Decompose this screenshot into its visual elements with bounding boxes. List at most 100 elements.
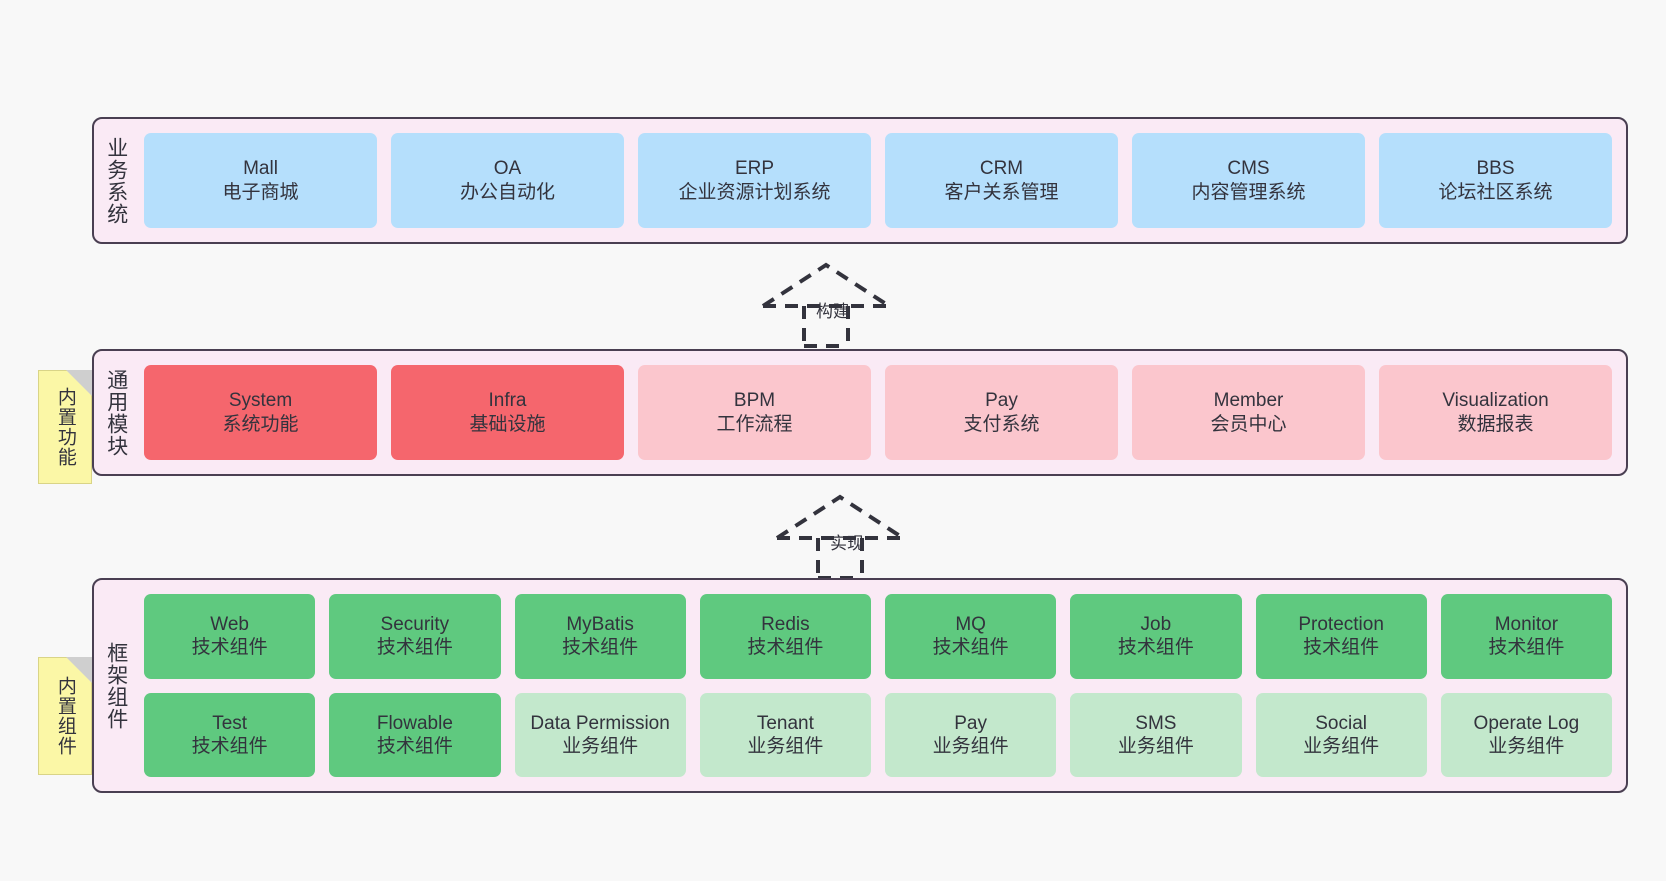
box-subtitle: 技术组件	[191, 637, 268, 659]
box-member[interactable]: Member 会员中心	[1132, 365, 1365, 460]
box-subtitle: 支付系统	[963, 413, 1040, 435]
box-title: OA	[493, 158, 522, 180]
box-system[interactable]: System 系统功能	[144, 365, 377, 460]
layer-body-common-modules: System 系统功能 Infra 基础设施 BPM 工作流程 Pay 支付系统…	[138, 351, 1626, 474]
layer-title-business-systems: 业务系统	[104, 136, 128, 225]
box-title: MyBatis	[566, 614, 634, 636]
box-social[interactable]: Social 业务组件	[1255, 692, 1427, 777]
box-subtitle: 业务组件	[932, 735, 1009, 757]
box-infra[interactable]: Infra 基础设施	[391, 365, 624, 460]
box-title: Member	[1213, 390, 1284, 412]
box-title: Pay	[954, 712, 987, 734]
box-security[interactable]: Security 技术组件	[329, 594, 501, 679]
box-mall[interactable]: Mall 电子商城	[144, 133, 377, 228]
box-subtitle: 客户关系管理	[944, 181, 1059, 203]
box-title: Visualization	[1442, 390, 1549, 412]
box-bbs[interactable]: BBS 论坛社区系统	[1379, 133, 1612, 228]
box-erp[interactable]: ERP 企业资源计划系统	[638, 133, 871, 228]
box-title: Pay	[985, 390, 1018, 412]
box-title: Redis	[761, 614, 810, 636]
box-title: BPM	[733, 390, 776, 412]
box-subtitle: 业务组件	[747, 735, 824, 757]
note-label: 内置组件	[54, 676, 76, 756]
connector-build: 构建	[760, 262, 940, 348]
box-title: Job	[1140, 614, 1172, 636]
box-title: System	[228, 390, 293, 412]
box-subtitle: 技术组件	[562, 637, 639, 659]
box-subtitle: 技术组件	[1488, 637, 1565, 659]
box-title: Flowable	[376, 712, 453, 734]
connector-implement: 实现	[774, 494, 954, 580]
box-oa[interactable]: OA 办公自动化	[391, 133, 624, 228]
box-row: Web 技术组件 Security 技术组件 MyBatis 技术组件 Redi…	[144, 594, 1612, 679]
box-title: Monitor	[1494, 614, 1559, 636]
box-mq[interactable]: MQ 技术组件	[885, 594, 1057, 679]
box-pay-module[interactable]: Pay 支付系统	[885, 365, 1118, 460]
box-tenant[interactable]: Tenant 业务组件	[699, 692, 871, 777]
box-title: SMS	[1135, 712, 1177, 734]
box-title: Data Permission	[530, 712, 670, 734]
note-label: 内置功能	[54, 387, 76, 467]
box-subtitle: 业务组件	[562, 735, 639, 757]
box-title: Test	[212, 712, 248, 734]
box-title: Web	[210, 614, 249, 636]
box-test[interactable]: Test 技术组件	[144, 692, 316, 777]
box-sms[interactable]: SMS 业务组件	[1070, 692, 1242, 777]
box-subtitle: 业务组件	[1488, 735, 1565, 757]
box-subtitle: 技术组件	[1303, 637, 1380, 659]
box-monitor[interactable]: Monitor 技术组件	[1440, 594, 1612, 679]
note-builtin-features: 内置功能	[38, 370, 92, 484]
generalization-arrow-icon	[761, 262, 891, 348]
box-subtitle: 技术组件	[376, 637, 453, 659]
box-redis[interactable]: Redis 技术组件	[699, 594, 871, 679]
note-builtin-components: 内置组件	[38, 657, 92, 775]
box-subtitle: 论坛社区系统	[1438, 181, 1553, 203]
box-cms[interactable]: CMS 内容管理系统	[1132, 133, 1365, 228]
box-title: Tenant	[756, 712, 814, 734]
box-subtitle: 技术组件	[191, 735, 268, 757]
box-subtitle: 企业资源计划系统	[678, 181, 831, 203]
box-subtitle: 系统功能	[222, 413, 299, 435]
box-title: BBS	[1476, 158, 1515, 180]
box-row: Mall 电子商城 OA 办公自动化 ERP 企业资源计划系统 CRM 客户关系…	[144, 133, 1612, 228]
box-subtitle: 办公自动化	[459, 181, 555, 203]
box-subtitle: 会员中心	[1210, 413, 1287, 435]
box-visualization[interactable]: Visualization 数据报表	[1379, 365, 1612, 460]
box-title: CMS	[1227, 158, 1270, 180]
box-title: MQ	[955, 614, 986, 636]
box-title: Mall	[243, 158, 278, 180]
box-subtitle: 数据报表	[1457, 413, 1534, 435]
box-mybatis[interactable]: MyBatis 技术组件	[514, 594, 686, 679]
box-subtitle: 业务组件	[1303, 735, 1380, 757]
box-subtitle: 内容管理系统	[1191, 181, 1306, 203]
box-title: Infra	[488, 390, 527, 412]
box-subtitle: 技术组件	[376, 735, 453, 757]
box-title: CRM	[979, 158, 1024, 180]
connector-label-build: 构建	[816, 302, 850, 321]
connector-label-implement: 实现	[830, 534, 864, 553]
box-subtitle: 技术组件	[1117, 637, 1194, 659]
layer-framework-components: 框架组件 Web 技术组件 Security 技术组件 MyBatis 技术组件…	[92, 578, 1628, 793]
layer-body-business-systems: Mall 电子商城 OA 办公自动化 ERP 企业资源计划系统 CRM 客户关系…	[138, 119, 1626, 242]
layer-body-framework-components: Web 技术组件 Security 技术组件 MyBatis 技术组件 Redi…	[138, 580, 1626, 791]
box-subtitle: 工作流程	[716, 413, 793, 435]
layer-business-systems: 业务系统 Mall 电子商城 OA 办公自动化 ERP 企业资源计划系统 CRM…	[92, 117, 1628, 244]
box-subtitle: 技术组件	[932, 637, 1009, 659]
box-title: Social	[1315, 712, 1367, 734]
box-flowable[interactable]: Flowable 技术组件	[329, 692, 501, 777]
generalization-arrow-icon	[775, 494, 905, 580]
box-title: Operate Log	[1473, 712, 1580, 734]
box-data-permission[interactable]: Data Permission 业务组件	[514, 692, 686, 777]
box-web[interactable]: Web 技术组件	[144, 594, 316, 679]
box-crm[interactable]: CRM 客户关系管理	[885, 133, 1118, 228]
box-protection[interactable]: Protection 技术组件	[1255, 594, 1427, 679]
layer-common-modules: 通用模块 System 系统功能 Infra 基础设施 BPM 工作流程 Pay…	[92, 349, 1628, 476]
box-bpm[interactable]: BPM 工作流程	[638, 365, 871, 460]
box-job[interactable]: Job 技术组件	[1070, 594, 1242, 679]
box-subtitle: 电子商城	[222, 181, 299, 203]
box-subtitle: 技术组件	[747, 637, 824, 659]
box-operate-log[interactable]: Operate Log 业务组件	[1440, 692, 1612, 777]
box-subtitle: 业务组件	[1117, 735, 1194, 757]
box-pay-component[interactable]: Pay 业务组件	[885, 692, 1057, 777]
